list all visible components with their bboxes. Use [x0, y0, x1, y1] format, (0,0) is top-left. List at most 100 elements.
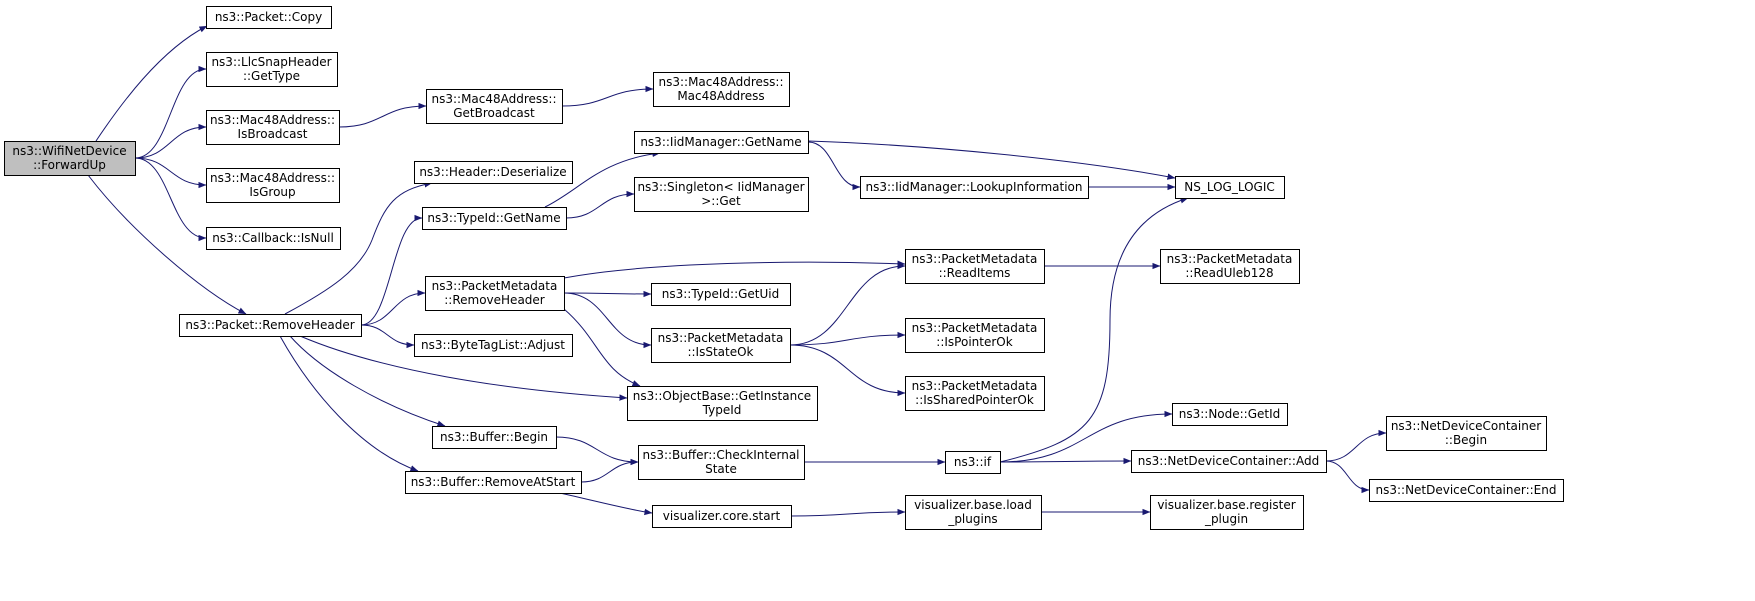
edge-mac48_getbroadcast-to-mac48_ctor	[561, 85, 654, 107]
node-box	[634, 177, 809, 212]
node-ndc-add[interactable]: ns3::NetDeviceContainer::Add	[1131, 450, 1327, 473]
node-label: ns3::PacketMetadata	[1167, 252, 1293, 266]
edge-typeid_getname-to-iidmanager_getname	[544, 150, 661, 208]
node-typeid-getuid[interactable]: ns3::TypeId::GetUid	[651, 283, 791, 306]
edge-pm_removeheader-to-typeid_getuid	[563, 290, 652, 298]
node-label: ns3::WifiNetDevice	[12, 144, 126, 158]
edge-pm_isstateok-to-pm_readitems	[789, 262, 906, 346]
node-iidmanager-getname[interactable]: ns3::IidManager::GetName	[634, 131, 809, 154]
node-label: ns3::Header::Deserialize	[419, 165, 566, 179]
node-label: ns3::if	[954, 455, 992, 469]
node-label: visualizer.base.load	[914, 498, 1032, 512]
node-box	[1160, 249, 1300, 284]
node-box	[432, 426, 557, 449]
edge-iidmanager_getname-to-ns_log_logic	[807, 140, 1176, 180]
node-root[interactable]: ns3::WifiNetDevice::ForwardUp	[4, 141, 136, 176]
node-box	[414, 161, 573, 184]
node-label: ns3::Buffer::RemoveAtStart	[411, 475, 576, 489]
node-box	[1131, 450, 1327, 473]
node-box	[945, 451, 1001, 474]
node-viz-base-register-plugin[interactable]: visualizer.base.register_plugin	[1150, 495, 1304, 530]
node-viz-base-load-plugins[interactable]: visualizer.base.load_plugins	[905, 495, 1042, 530]
node-label: TypeId	[702, 403, 742, 417]
node-llcsnap-gettype[interactable]: ns3::LlcSnapHeader::GetType	[206, 52, 338, 87]
node-buffer-removeatstart[interactable]: ns3::Buffer::RemoveAtStart	[405, 471, 582, 494]
node-label: IsGroup	[249, 185, 295, 199]
node-label: ::ReadItems	[939, 266, 1011, 280]
node-ns-log-logic[interactable]: NS_LOG_LOGIC	[1175, 176, 1285, 199]
node-pm-issharedpointerok[interactable]: ns3::PacketMetadata::IsSharedPointerOk	[905, 376, 1045, 411]
node-label: ns3::IidManager::LookupInformation	[866, 180, 1083, 194]
node-pm-ispointerok[interactable]: ns3::PacketMetadata::IsPointerOk	[905, 318, 1045, 353]
node-packet-copy[interactable]: ns3::Packet::Copy	[206, 6, 332, 29]
edge-root-to-mac48_isbroadcast	[134, 123, 207, 159]
node-box	[905, 318, 1045, 353]
node-ndc-end[interactable]: ns3::NetDeviceContainer::End	[1369, 479, 1564, 502]
node-node-getid[interactable]: ns3::Node::GetId	[1172, 403, 1288, 426]
node-label: ns3::Callback::IsNull	[212, 231, 334, 245]
node-mac48-isbroadcast[interactable]: ns3::Mac48Address::IsBroadcast	[206, 110, 340, 145]
node-label: ns3::Mac48Address::	[210, 113, 335, 127]
edge-ns3_if-to-ns_log_logic	[999, 197, 1189, 463]
node-box	[425, 276, 565, 311]
node-mac48-getbroadcast[interactable]: ns3::Mac48Address::GetBroadcast	[426, 89, 563, 124]
node-label: IsBroadcast	[238, 127, 308, 141]
node-label: ::ReadUleb128	[1185, 266, 1273, 280]
node-ndc-begin[interactable]: ns3::NetDeviceContainer::Begin	[1386, 416, 1547, 451]
edge-buffer_removeatstart-to-viz_core_start	[559, 492, 653, 516]
node-box	[206, 110, 340, 145]
node-pm-readitems[interactable]: ns3::PacketMetadata::ReadItems	[905, 249, 1045, 284]
edge-pm_isstateok-to-pm_ispointerok	[789, 331, 906, 346]
node-viz-core-start[interactable]: visualizer.core.start	[652, 505, 792, 528]
edge-root-to-packet_removeheader	[87, 174, 247, 315]
node-box	[1369, 479, 1564, 502]
node-mac48-isgroup[interactable]: ns3::Mac48Address::IsGroup	[206, 168, 340, 203]
edge-packet_removeheader-to-pm_removeheader	[360, 289, 426, 326]
edge-buffer_removeatstart-to-buffer_checkinternalstate	[580, 458, 639, 483]
node-label: ns3::Buffer::Begin	[440, 430, 548, 444]
node-label: ns3::Buffer::CheckInternal	[642, 448, 799, 462]
node-label: ns3::Node::GetId	[1179, 407, 1281, 421]
node-label: ns3::PacketMetadata	[912, 321, 1038, 335]
node-label: visualizer.base.register	[1157, 498, 1295, 512]
edge-packet_removeheader-to-buffer_begin	[289, 335, 446, 427]
edge-ns3_if-to-ndc_add	[999, 457, 1132, 465]
node-packet-removeheader[interactable]: ns3::Packet::RemoveHeader	[179, 314, 362, 337]
edge-root-to-mac48_isgroup	[134, 157, 207, 189]
node-mac48-ctor[interactable]: ns3::Mac48Address::Mac48Address	[653, 72, 790, 107]
node-pm-isstateok[interactable]: ns3::PacketMetadata::IsStateOk	[651, 328, 791, 363]
node-iidmanager-lookup[interactable]: ns3::IidManager::LookupInformation	[860, 176, 1089, 199]
node-box	[1175, 176, 1285, 199]
edge-viz_core_start-to-viz_base_load_plugins	[790, 508, 906, 517]
node-ns3-if[interactable]: ns3::if	[945, 451, 1001, 474]
node-label: ::IsSharedPointerOk	[915, 393, 1034, 407]
node-header-deserialize[interactable]: ns3::Header::Deserialize	[414, 161, 573, 184]
node-pm-removeheader[interactable]: ns3::PacketMetadata::RemoveHeader	[425, 276, 565, 311]
node-label: GetBroadcast	[453, 106, 535, 120]
node-pm-readuleb128[interactable]: ns3::PacketMetadata::ReadUleb128	[1160, 249, 1300, 284]
edge-ns3_if-to-node_getid	[999, 410, 1173, 463]
node-label: ns3::Mac48Address::	[210, 171, 335, 185]
node-label: ns3::ByteTagList::Adjust	[421, 338, 565, 352]
node-label: ns3::PacketMetadata	[432, 279, 558, 293]
node-box	[905, 376, 1045, 411]
node-box	[414, 334, 573, 357]
node-label: ns3::TypeId::GetUid	[662, 287, 780, 301]
node-typeid-getname[interactable]: ns3::TypeId::GetName	[422, 207, 567, 230]
node-singleton-get[interactable]: ns3::Singleton< IidManager>::Get	[634, 177, 809, 212]
node-buffer-begin[interactable]: ns3::Buffer::Begin	[432, 426, 557, 449]
node-box	[206, 227, 341, 250]
node-label: ::IsStateOk	[687, 345, 753, 359]
node-label: ns3::Mac48Address::	[431, 92, 556, 106]
node-label: ns3::Packet::RemoveHeader	[185, 318, 354, 332]
edge-pm_removeheader-to-pm_readitems	[563, 260, 906, 279]
node-box	[651, 328, 791, 363]
node-label: ns3::NetDeviceContainer::End	[1375, 483, 1556, 497]
edge-packet_removeheader-to-buffer_removeatstart	[279, 335, 419, 472]
node-callback-isnull[interactable]: ns3::Callback::IsNull	[206, 227, 341, 250]
node-box	[627, 386, 818, 421]
node-bytetaglist-adjust[interactable]: ns3::ByteTagList::Adjust	[414, 334, 573, 357]
node-label: >::Get	[701, 194, 741, 208]
